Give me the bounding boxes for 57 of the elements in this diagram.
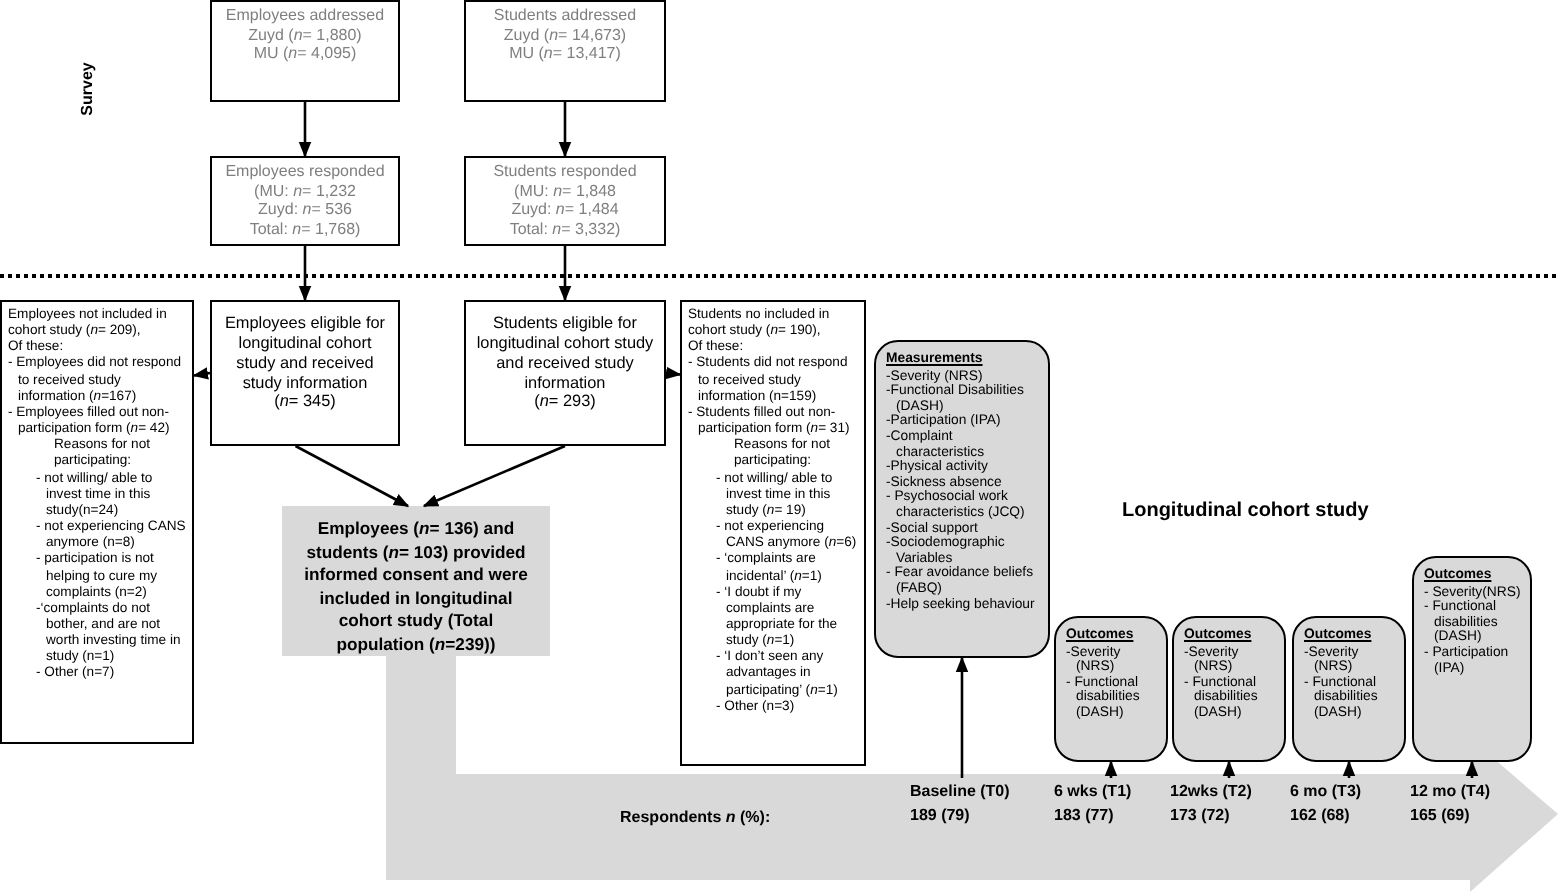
box-text: Employees (n= 136) and students (n= 103) provided informed consent and were included in longitudinal cohort study (Total population (n=239)) <box>302 518 530 658</box>
process-box <box>210 0 400 102</box>
box-text: Zuyd (n= 14,673) <box>501 25 629 45</box>
row-label: Respondents n (%): <box>620 808 771 826</box>
arrow <box>955 656 969 778</box>
arrow <box>192 367 211 380</box>
box-text: (n= 345) <box>272 392 338 413</box>
consent-box <box>282 506 550 656</box>
outcomes-box <box>1292 616 1406 762</box>
arrow <box>1342 760 1356 778</box>
exclusion-box <box>680 300 866 766</box>
box-text: (MU: n= 1,848 <box>512 181 618 201</box>
arrow <box>1222 760 1236 778</box>
arrow <box>298 246 312 302</box>
process-box <box>464 0 666 102</box>
respondent-count: 173 (72) <box>1170 803 1232 827</box>
section-label: Survey <box>77 62 96 116</box>
arrow <box>558 102 572 158</box>
box-text: MU (n= 13,417) <box>507 44 623 64</box>
box-text: Students responded <box>491 162 639 182</box>
section-label: Longitudinal cohort study <box>1122 500 1369 522</box>
box-text: Total: n= 3,332) <box>507 219 623 239</box>
box-text: Zuyd: n= 536 <box>256 200 354 220</box>
outcomes-box <box>1172 616 1286 762</box>
respondent-count: 189 (79) <box>910 803 972 827</box>
timepoint-text: 6 mo (T3) <box>1290 780 1364 804</box>
timepoint-text: 6 wks (T1) <box>1054 780 1134 804</box>
respondent-count: 183 (77) <box>1054 803 1116 827</box>
measurements-box <box>874 340 1050 658</box>
arrow <box>294 444 410 508</box>
arrow <box>1104 760 1118 778</box>
arrow <box>422 444 566 508</box>
exclusion-box <box>0 300 194 744</box>
box-text: Employees responded <box>223 162 387 182</box>
respondent-count: 162 (68) <box>1290 803 1352 827</box>
arrow <box>558 246 572 302</box>
box-text: Zuyd (n= 1,880) <box>246 25 364 45</box>
box-text: Employees addressed <box>223 6 387 26</box>
process-box <box>210 300 400 446</box>
timepoint-text: Baseline (T0) <box>910 780 1012 804</box>
box-text: Students addressed <box>491 6 639 26</box>
process-box <box>464 300 666 446</box>
arrow <box>1465 760 1479 778</box>
arrow <box>665 366 682 380</box>
box-text: MU (n= 4,095) <box>251 44 359 64</box>
timepoint-text: 12wks (T2) <box>1170 780 1254 804</box>
arrow <box>298 102 312 158</box>
box-text: (MU: n= 1,232 <box>252 181 358 201</box>
box-text: Total: n= 1,768) <box>247 219 363 239</box>
timepoint-text: 12 mo (T4) <box>1410 780 1493 804</box>
process-box <box>464 156 666 246</box>
box-text: (n= 293) <box>532 392 598 413</box>
outcomes-box <box>1054 616 1168 762</box>
process-box <box>210 156 400 246</box>
respondent-count: 165 (69) <box>1410 803 1472 827</box>
box-text: Zuyd: n= 1,484 <box>509 200 621 220</box>
outcomes-box <box>1412 556 1532 762</box>
